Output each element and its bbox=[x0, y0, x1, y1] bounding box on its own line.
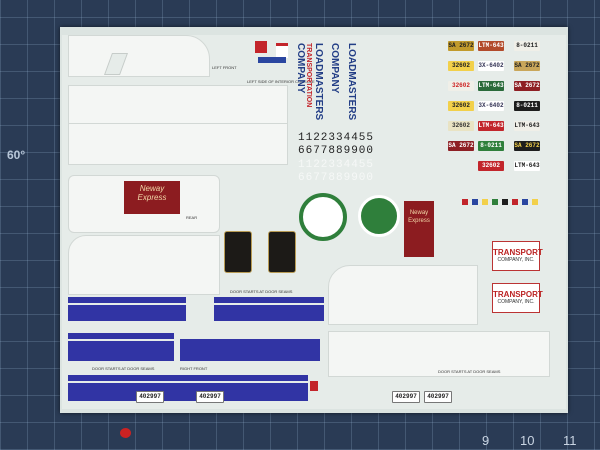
plate-9: SA 2672 bbox=[514, 81, 540, 91]
red-sign-right: Neway Express bbox=[404, 201, 434, 257]
label-door-starts-right: DOOR STARTS AT DOOR SEAMS bbox=[438, 369, 501, 374]
transport-plate-2-line1: TRANSPORT bbox=[493, 290, 543, 299]
red-sign-right-line2: Express bbox=[408, 218, 430, 224]
blue-stripe-6 bbox=[68, 341, 174, 361]
digit-row-4: 6677889900 bbox=[298, 172, 375, 184]
plate-20: LTM-643 bbox=[514, 161, 540, 171]
side-panel-middle-2 bbox=[68, 123, 288, 165]
brand-loadmasters: LOADMASTERS bbox=[313, 43, 324, 121]
label-door-starts-bottom: DOOR STARTS AT DOOR SEAMS bbox=[92, 366, 155, 371]
blue-stripe-9 bbox=[68, 383, 308, 401]
blue-stripe-4 bbox=[214, 305, 324, 321]
label-right-front-bottom: RIGHT FRONT bbox=[180, 366, 208, 371]
star-decal bbox=[258, 57, 286, 63]
red-sign-left-line2: Express bbox=[137, 193, 167, 202]
flag-decal-2 bbox=[276, 43, 288, 58]
brand-loadmasters-2: LOADMASTERS bbox=[346, 43, 357, 121]
trailer-side-panel-left bbox=[68, 235, 220, 295]
label-left-front: LEFT FRONT bbox=[212, 65, 237, 70]
plate-1: SA 2672 bbox=[448, 41, 474, 51]
color-chip-4 bbox=[492, 199, 498, 205]
plate-3: 8-0211 bbox=[514, 41, 540, 51]
side-panel-middle-1 bbox=[68, 85, 288, 124]
decal-sheet: LEFT FRONT LEFT SIDE OF INTERIOR CONSOLE… bbox=[60, 27, 568, 413]
plate-8: LTM-643 bbox=[478, 81, 504, 91]
label-left-side-console: LEFT SIDE OF INTERIOR CONSOLE bbox=[247, 79, 315, 84]
plate-17: 8-0211 bbox=[478, 141, 504, 151]
ruler-number-11: 11 bbox=[563, 433, 577, 448]
trailer-side-panel-right bbox=[328, 265, 478, 325]
blue-stripe-7 bbox=[180, 339, 320, 361]
plate-15: LTM-643 bbox=[514, 121, 540, 131]
transport-plate-1-line2: COMPANY, INC. bbox=[497, 257, 535, 263]
label-door-starts-top: DOOR STARTS AT DOOR SEAMS bbox=[230, 289, 293, 294]
plate-6: SA 2672 bbox=[514, 61, 540, 71]
plate-5: 3X-6402 bbox=[478, 61, 504, 71]
plate-4: 32602 bbox=[448, 61, 474, 71]
plate-14: LTM-643 bbox=[478, 121, 504, 131]
transport-plate-1-line1: TRANSPORT bbox=[493, 248, 543, 257]
plate-2: LTM-643 bbox=[478, 41, 504, 51]
plate-11: 3X-6402 bbox=[478, 101, 504, 111]
ruler-number-10: 10 bbox=[520, 433, 535, 448]
bottom-plate-1: 402997 bbox=[392, 391, 420, 403]
color-chip-1 bbox=[462, 199, 468, 205]
digit-row-1: 1122334455 bbox=[298, 132, 375, 144]
color-chip-2 bbox=[472, 199, 478, 205]
black-box-1 bbox=[224, 231, 252, 273]
color-chip-6 bbox=[512, 199, 518, 205]
red-sign-left: Neway Express bbox=[124, 181, 180, 214]
plate-19: 32602 bbox=[478, 161, 504, 171]
bottom-plate-4: 402997 bbox=[196, 391, 224, 403]
bottom-plate-3: 402997 bbox=[136, 391, 164, 403]
blue-stripe-5 bbox=[68, 333, 174, 339]
flag-decal-1 bbox=[255, 41, 267, 53]
brand-transportation: TRANSPORTATION bbox=[305, 43, 312, 108]
brand-company: COMPANY bbox=[295, 43, 306, 94]
red-sign-left-line1: Neway bbox=[139, 184, 165, 193]
color-chip-3 bbox=[482, 199, 488, 205]
digit-row-2: 6677889900 bbox=[298, 145, 375, 157]
plate-18: SA 2672 bbox=[514, 141, 540, 151]
transport-plate-2-line2: COMPANY, INC. bbox=[497, 299, 535, 305]
blue-stripe-2 bbox=[68, 305, 186, 321]
plate-16: SA 2672 bbox=[448, 141, 474, 151]
trailer-side-panel-right-2 bbox=[328, 331, 550, 377]
blue-stripe-8 bbox=[68, 375, 308, 381]
color-chip-5 bbox=[502, 199, 508, 205]
label-rear: REAR bbox=[186, 215, 198, 220]
cab-side-panel-top bbox=[68, 35, 210, 77]
color-chip-7 bbox=[522, 199, 528, 205]
color-chip-8 bbox=[532, 199, 538, 205]
plate-12: 8-0211 bbox=[514, 101, 540, 111]
red-sign-right-line1: Neway bbox=[409, 210, 429, 216]
ruler-number-9: 9 bbox=[482, 433, 490, 448]
black-box-2 bbox=[268, 231, 296, 273]
transport-plate-2: TRANSPORT COMPANY, INC. bbox=[492, 283, 543, 313]
red-paint-spot bbox=[120, 428, 131, 438]
blue-stripe-3 bbox=[214, 297, 324, 303]
brand-company-2: COMPANY bbox=[329, 43, 340, 94]
plate-10: 32602 bbox=[448, 101, 474, 111]
blue-stripe-1 bbox=[68, 297, 186, 303]
mat-angle-label: 60° bbox=[7, 148, 26, 162]
plate-13: 32602 bbox=[448, 121, 474, 131]
badge-green-1 bbox=[299, 193, 347, 241]
bottom-plate-2: 402997 bbox=[424, 391, 452, 403]
plate-7: 32602 bbox=[448, 81, 474, 91]
flag-decal-bottom bbox=[310, 381, 318, 391]
transport-plate-1: TRANSPORT COMPANY, INC. bbox=[492, 241, 543, 271]
digit-row-3: 1122334455 bbox=[298, 159, 375, 171]
badge-green-2 bbox=[358, 195, 400, 237]
decal-clear-area: LEFT FRONT LEFT SIDE OF INTERIOR CONSOLE… bbox=[62, 35, 566, 409]
